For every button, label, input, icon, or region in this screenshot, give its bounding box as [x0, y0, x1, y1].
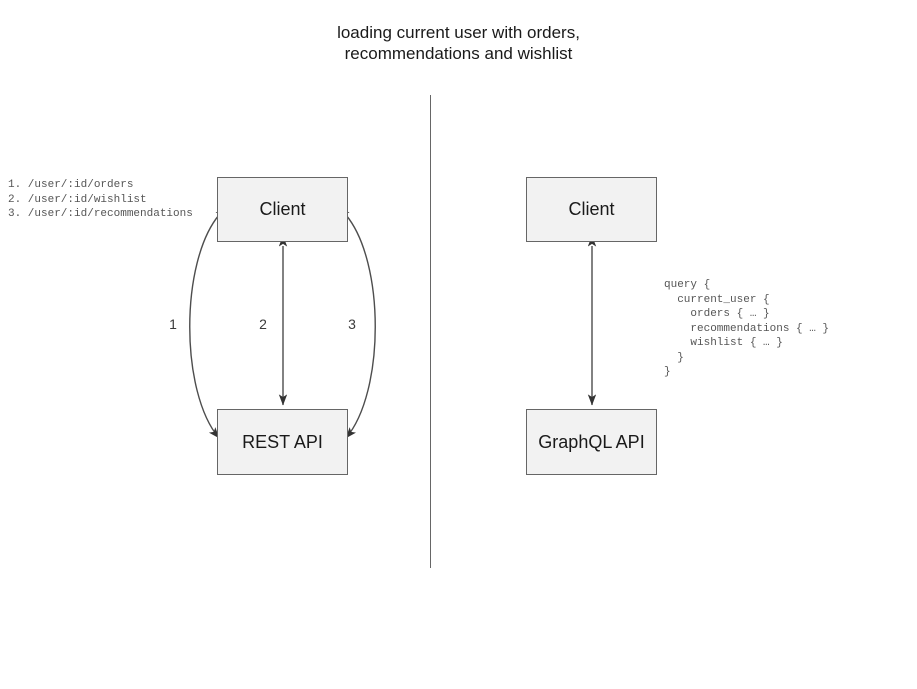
edge-rest-1 [189, 206, 226, 439]
panel-divider [430, 95, 431, 568]
node-graphql-api[interactable]: GraphQL API [526, 409, 657, 475]
diagram-title: loading current user with orders, recomm… [337, 23, 580, 63]
edge-label-1: 1 [169, 316, 177, 332]
rest-endpoint-list: 1. /user/:id/orders 2. /user/:id/wishlis… [8, 179, 193, 220]
node-rest-api[interactable]: REST API [217, 409, 348, 475]
node-client-graphql[interactable]: Client [526, 177, 657, 242]
edge-label-2: 2 [259, 316, 267, 332]
graphql-query-block: query { current_user { orders { … } reco… [664, 279, 830, 378]
node-client-rest[interactable]: Client [217, 177, 348, 242]
edge-label-3: 3 [348, 316, 356, 332]
